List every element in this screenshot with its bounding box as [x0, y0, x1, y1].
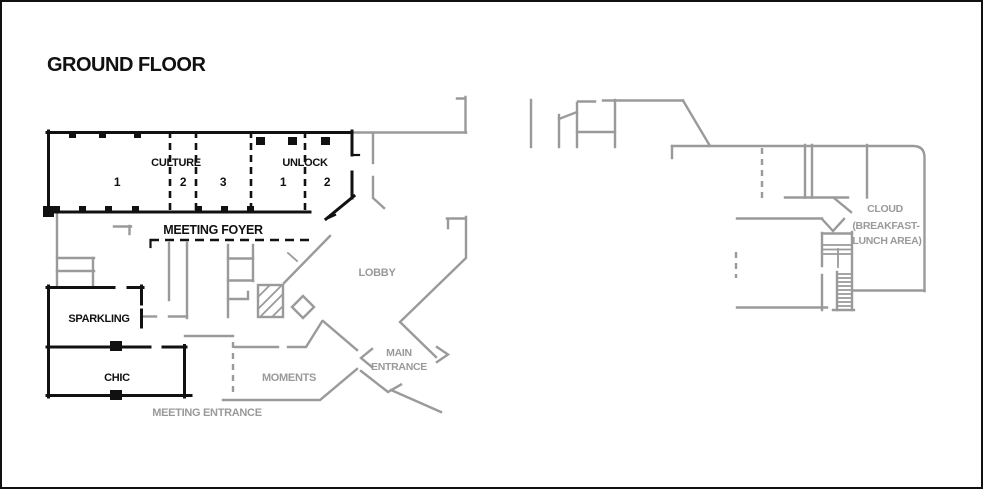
room-label-culture: CULTURE	[151, 157, 201, 169]
entrance-chevron-right	[435, 345, 451, 364]
sparkling-chic-outline	[45, 284, 193, 400]
room-label-cloud-line3: LUNCH AREA)	[852, 235, 921, 247]
room-label-chic: CHIC	[104, 372, 130, 384]
room-label-culture-3: 3	[220, 175, 227, 189]
label-meeting-entrance: MEETING ENTRANCE	[152, 407, 261, 419]
stairwell	[820, 230, 856, 312]
room-label-meeting-foyer: MEETING FOYER	[163, 223, 263, 237]
column-markers	[43, 133, 330, 217]
room-label-culture-1: 1	[114, 175, 121, 189]
room-label-unlock-1: 1	[280, 175, 287, 189]
room-label-moments: MOMENTS	[262, 372, 316, 384]
room-label-unlock-2: 2	[324, 175, 331, 189]
room-label-cloud-line2: (BREAKFAST-	[852, 220, 920, 232]
base-building-walls	[55, 95, 926, 414]
labels: GROUND FLOOR CULTURE 1 2 3 UNLOCK 1 2 ME…	[47, 54, 922, 419]
meeting-rooms-outline	[43, 129, 361, 249]
page-title: GROUND FLOOR	[47, 54, 206, 76]
foyer-door-swing	[323, 193, 357, 222]
stair-entry-arrow	[820, 217, 846, 233]
door-markers	[110, 341, 122, 400]
spiral-stair	[256, 283, 285, 319]
label-main-entrance-line2: ENTRANCE	[371, 361, 427, 373]
room-label-culture-2: 2	[180, 175, 187, 189]
entrance-chevron-left	[359, 347, 374, 369]
room-label-unlock: UNLOCK	[282, 157, 328, 169]
room-label-lobby: LOBBY	[358, 267, 396, 279]
room-label-sparkling: SPARKLING	[68, 313, 129, 325]
door-diamond	[290, 294, 316, 320]
cloud-door-swing	[832, 196, 853, 214]
partition-walls	[168, 131, 307, 212]
label-main-entrance-line1: MAIN	[386, 347, 412, 359]
room-label-cloud-line1: CLOUD	[867, 203, 904, 215]
